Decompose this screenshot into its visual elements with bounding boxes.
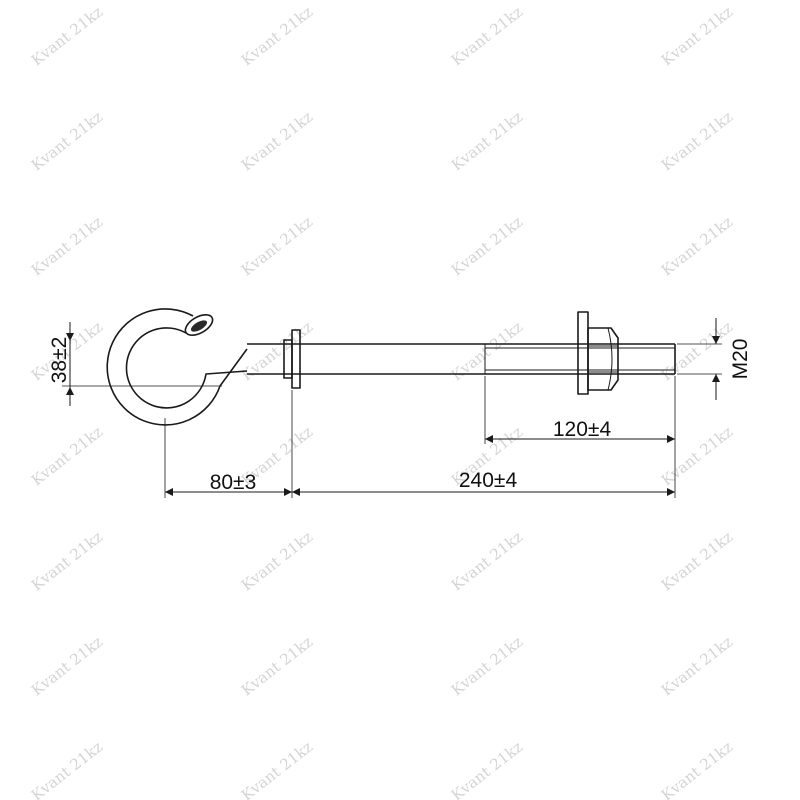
stop-washer-face — [283, 339, 293, 379]
dim-thread-size: M20 — [729, 339, 752, 380]
watermark-text: Kvant 21kz — [658, 108, 736, 175]
watermark-text: Kvant 21kz — [658, 423, 736, 490]
watermark-text: Kvant 21kz — [238, 738, 316, 800]
watermark-text: Kvant 21kz — [448, 108, 526, 175]
hex-nut — [587, 327, 619, 391]
watermark-text: Kvant 21kz — [28, 738, 106, 800]
watermark-text: Kvant 21kz — [238, 528, 316, 595]
hook-tip-hole — [190, 320, 208, 332]
hook-inner-outline — [125, 327, 248, 409]
washer — [577, 311, 589, 395]
watermark-text: Kvant 21kz — [28, 3, 106, 70]
hook-tip-end — [184, 313, 214, 337]
watermark-text: Kvant 21kz — [238, 108, 316, 175]
watermark-text: Kvant 21kz — [28, 633, 106, 700]
watermark-text: Kvant 21kz — [658, 528, 736, 595]
watermark-text: Kvant 21kz — [658, 633, 736, 700]
dim-thread-length: 120±4 — [553, 418, 612, 441]
watermark-text: Kvant 21kz — [448, 633, 526, 700]
watermark-text: Kvant 21kz — [658, 738, 736, 800]
watermark-text: Kvant 21kz — [448, 528, 526, 595]
watermark-text: Kvant 21kz — [28, 108, 106, 175]
hook-outline — [106, 308, 248, 426]
watermark-text: Kvant 21kz — [28, 213, 106, 280]
watermark-text: Kvant 21kz — [28, 423, 106, 490]
watermark-text: Kvant 21kz — [658, 213, 736, 280]
watermark-text: Kvant 21kz — [448, 213, 526, 280]
hook-bolt — [106, 308, 676, 426]
dimension-lines — [66, 318, 720, 496]
dim-rod-length: 240±4 — [459, 469, 518, 492]
watermark-text: Kvant 21kz — [238, 633, 316, 700]
watermark-text: Kvant 21kz — [448, 738, 526, 800]
extension-lines — [62, 343, 722, 498]
dim-hook-height: 38±2 — [48, 337, 71, 384]
watermark-text: Kvant 21kz — [28, 528, 106, 595]
dim-hook-offset: 80±3 — [210, 471, 257, 494]
watermark-text: Kvant 21kz — [448, 3, 526, 70]
watermark-text: Kvant 21kz — [658, 3, 736, 70]
watermark-text: Kvant 21kz — [238, 3, 316, 70]
watermark-text: Kvant 21kz — [238, 213, 316, 280]
